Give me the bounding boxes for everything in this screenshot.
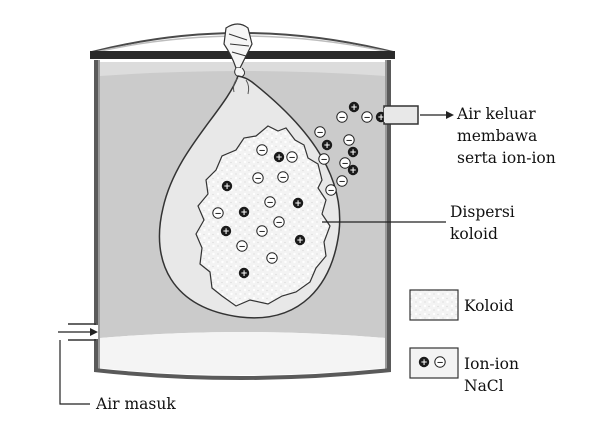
positive-ion-icon: +: [238, 206, 250, 218]
svg-text:+: +: [377, 113, 384, 123]
svg-text:−: −: [258, 227, 265, 237]
negative-ion-icon: −: [252, 172, 264, 184]
positive-ion-icon: +: [348, 101, 360, 113]
positive-ion-icon: +: [347, 164, 359, 176]
svg-text:+: +: [240, 208, 247, 218]
svg-text:−: −: [345, 136, 352, 146]
label-air-keluar-3: serta ion-ion: [457, 149, 556, 167]
positive-ion-icon: +: [273, 151, 285, 163]
svg-text:+: +: [275, 153, 282, 163]
negative-ion-icon: −: [336, 175, 348, 187]
svg-text:−: −: [436, 358, 443, 368]
label-ion-1: Ion-ion: [464, 355, 519, 373]
negative-ion-icon: −: [325, 184, 337, 196]
air-masuk-leader: [59, 340, 90, 405]
colloid-region: [195, 125, 331, 307]
svg-text:−: −: [258, 146, 265, 156]
legend-ions: +−: [418, 356, 446, 368]
label-air-masuk: Air masuk: [96, 395, 176, 413]
legend-colloid-swatch: [409, 289, 459, 321]
tank-left-wall: [94, 60, 100, 372]
svg-text:−: −: [279, 173, 286, 183]
label-koloid: Koloid: [464, 297, 514, 315]
positive-ion-icon: +: [347, 146, 359, 158]
label-ion-2: NaCl: [464, 377, 504, 395]
label-dispersi-2: koloid: [450, 225, 498, 243]
negative-ion-icon: −: [343, 134, 355, 146]
svg-text:+: +: [349, 166, 356, 176]
negative-ion-icon: −: [212, 207, 224, 219]
negative-ion-icon: −: [273, 216, 285, 228]
svg-text:−: −: [275, 218, 282, 228]
positive-ion-icon: +: [292, 197, 304, 209]
inlet-pipe: [68, 323, 96, 341]
svg-text:−: −: [254, 174, 261, 184]
svg-text:−: −: [363, 113, 370, 123]
negative-ion-icon: −: [286, 151, 298, 163]
svg-text:−: −: [327, 186, 334, 196]
negative-ion-icon: −: [314, 126, 326, 138]
svg-text:+: +: [294, 199, 301, 209]
tank-base: [94, 368, 391, 380]
svg-text:−: −: [268, 254, 275, 264]
negative-ion-icon: −: [236, 240, 248, 252]
ions-in-bag: −+−−−++−−+−+−+−−+: [212, 144, 306, 279]
svg-text:+: +: [420, 358, 427, 368]
positive-ion-icon: +: [238, 267, 250, 279]
negative-ion-icon: −: [264, 196, 276, 208]
negative-ion-icon: −: [336, 111, 348, 123]
negative-ion-icon: −: [266, 252, 278, 264]
svg-text:−: −: [316, 128, 323, 138]
negative-ion-icon: −: [339, 157, 351, 169]
positive-ion-icon: +: [294, 234, 306, 246]
negative-ion-icon: −: [256, 144, 268, 156]
tank-right-wall-inner: [385, 60, 387, 372]
svg-text:−: −: [266, 198, 273, 208]
negative-ion-icon: −: [277, 171, 289, 183]
svg-text:+: +: [222, 227, 229, 237]
legend-ion-swatch: [409, 347, 459, 379]
svg-text:+: +: [223, 182, 230, 192]
label-dispersi-1: Dispersi: [450, 203, 515, 221]
negative-ion-icon: −: [361, 111, 373, 123]
svg-text:−: −: [320, 155, 327, 165]
svg-text:−: −: [338, 113, 345, 123]
negative-ion-icon: −: [434, 356, 446, 368]
positive-ion-icon: +: [321, 139, 333, 151]
svg-text:+: +: [349, 148, 356, 158]
positive-ion-icon: +: [418, 356, 430, 368]
svg-text:−: −: [338, 177, 345, 187]
svg-text:+: +: [296, 236, 303, 246]
svg-text:−: −: [288, 153, 295, 163]
tank-right-wall: [385, 60, 391, 372]
label-air-keluar-2: membawa: [457, 127, 538, 145]
svg-text:−: −: [238, 242, 245, 252]
svg-text:−: −: [341, 159, 348, 169]
outlet-pipe: [383, 105, 419, 125]
svg-text:+: +: [323, 141, 330, 151]
negative-ion-icon: −: [318, 153, 330, 165]
label-air-keluar-1: Air keluar: [457, 105, 536, 123]
tank-bottom: [100, 332, 385, 375]
svg-text:−: −: [214, 209, 221, 219]
tank-left-wall-inner: [98, 60, 100, 372]
negative-ion-icon: −: [256, 225, 268, 237]
svg-text:+: +: [350, 103, 357, 113]
positive-ion-icon: +: [220, 225, 232, 237]
positive-ion-icon: +: [221, 180, 233, 192]
svg-text:+: +: [240, 269, 247, 279]
